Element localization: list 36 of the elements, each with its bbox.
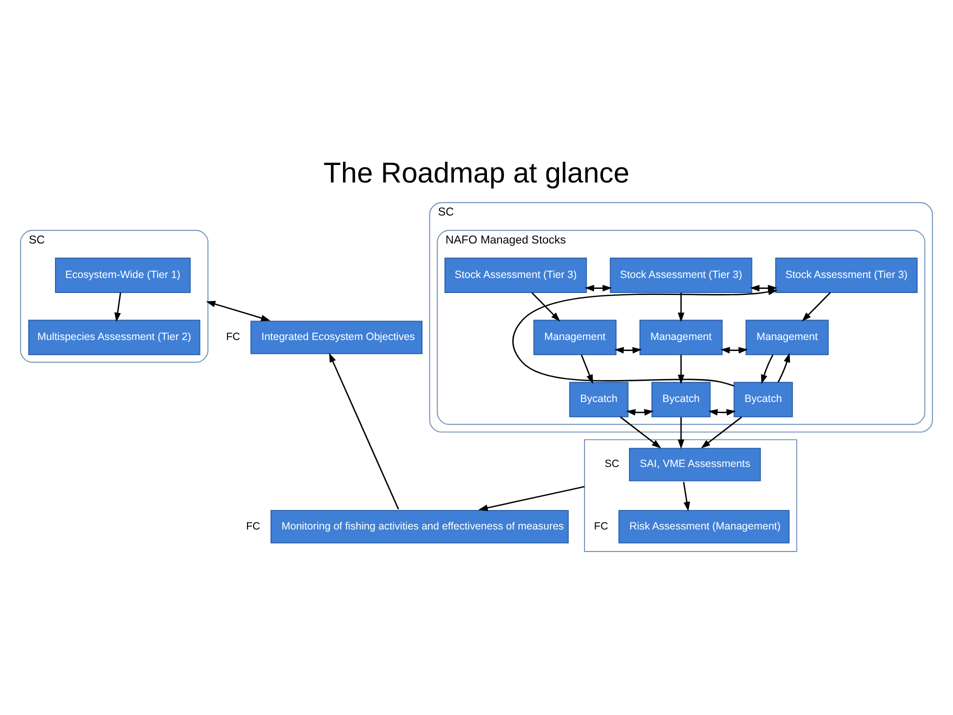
arrow — [802, 292, 831, 322]
node-label: FC — [226, 331, 240, 344]
node-box: Multispecies Assessment (Tier 2) — [28, 320, 200, 356]
node-box: Bycatch — [734, 382, 793, 418]
diagram-title: The Roadmap at glance — [324, 158, 630, 190]
arrow — [683, 482, 690, 512]
node-box: Stock Assessment (Tier 3) — [610, 258, 752, 293]
node-box: Management — [639, 320, 723, 356]
arrow — [678, 417, 684, 449]
arrow — [478, 486, 585, 512]
node-box: Management — [533, 320, 617, 356]
node-label: FC — [594, 520, 608, 532]
node-box: Bycatch — [651, 382, 711, 418]
node-box: Stock Assessment (Tier 3) — [444, 258, 587, 293]
arrow — [114, 292, 122, 322]
node-box: Ecosystem-Wide (Tier 1) — [54, 258, 191, 293]
arrow — [329, 352, 400, 510]
node-box: Stock Assessment (Tier 3) — [775, 258, 918, 293]
arrow — [678, 292, 684, 322]
arrow — [206, 300, 270, 322]
arrow — [760, 354, 774, 384]
arrow — [778, 352, 790, 382]
arrow — [720, 346, 748, 354]
node-box: Bycatch — [569, 382, 628, 418]
arrow — [512, 288, 778, 387]
arrow — [620, 416, 662, 448]
arrow — [700, 416, 742, 448]
node-box: Management — [746, 320, 829, 356]
node-label: FC — [246, 520, 260, 532]
arrow — [531, 292, 560, 322]
arrow — [708, 409, 736, 416]
node-label: SC — [604, 458, 620, 470]
arrow — [614, 346, 642, 354]
arrow — [584, 284, 612, 292]
arrow — [626, 409, 654, 416]
arrow — [580, 354, 594, 384]
